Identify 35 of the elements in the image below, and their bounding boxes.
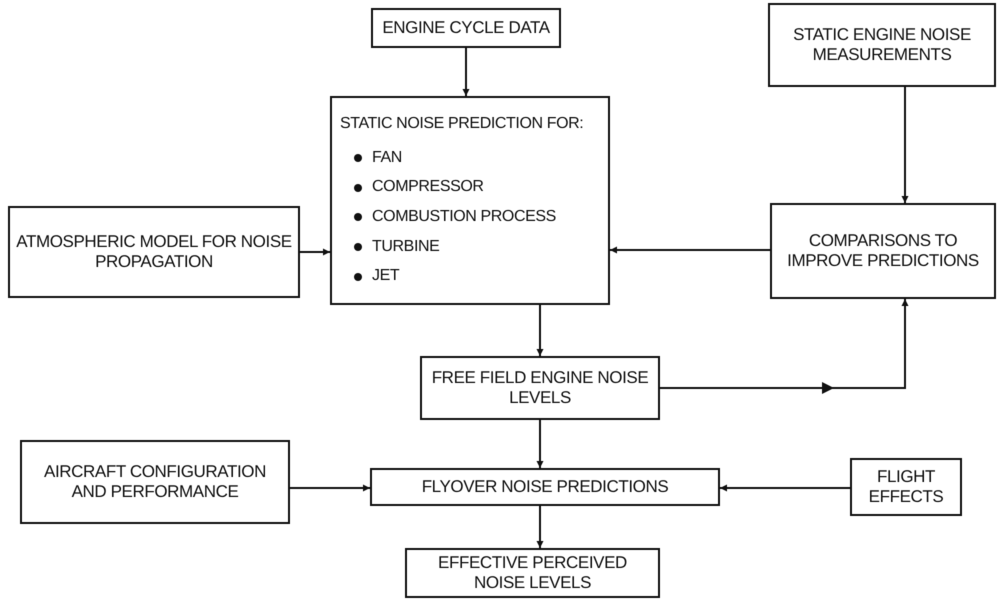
arrow [610, 246, 770, 254]
process-box [370, 468, 720, 506]
bullet-item: FAN [354, 148, 402, 168]
bullet-item: JET [354, 267, 400, 286]
box-text: FLIGHT EFFECTS [868, 467, 944, 507]
process-box [405, 548, 660, 598]
arrow [536, 506, 544, 548]
box-text: ENGINE CYCLE DATA [382, 18, 550, 38]
arrow [720, 484, 850, 492]
process-box [420, 356, 660, 420]
process-box [8, 206, 300, 298]
process-box [768, 3, 996, 87]
process-box [20, 440, 290, 524]
arrow [462, 48, 470, 96]
bullet-item: COMPRESSOR [354, 178, 484, 197]
arrow [902, 87, 908, 203]
process-box [330, 96, 610, 305]
arrow [660, 299, 908, 389]
box-text: FLYOVER NOISE PREDICTIONS [422, 477, 668, 497]
arrow [536, 305, 544, 356]
process-box [770, 203, 996, 299]
box-text: ATMOSPHERIC MODEL FOR NOISE PROPAGATION [15, 232, 293, 272]
arrow [290, 484, 370, 492]
box-text: FREE FIELD ENGINE NOISE LEVELS [430, 368, 650, 408]
box-text: AIRCRAFT CONFIGURATION AND PERFORMANCE [43, 462, 267, 502]
box-text: STATIC ENGINE NOISE MEASUREMENTS [792, 25, 972, 65]
bullet-item: TURBINE [354, 238, 440, 256]
box-heading: STATIC NOISE PREDICTION FOR: [340, 115, 584, 134]
box-text: EFFECTIVE PERCEIVED NOISE LEVELS [437, 553, 628, 593]
arrow [536, 420, 544, 468]
process-box [850, 458, 962, 516]
arrow [300, 248, 330, 256]
box-text: COMPARISONS TO IMPROVE PREDICTIONS [786, 231, 980, 271]
process-box [371, 8, 561, 48]
bullet-item: COMBUSTION PROCESS [354, 208, 556, 226]
